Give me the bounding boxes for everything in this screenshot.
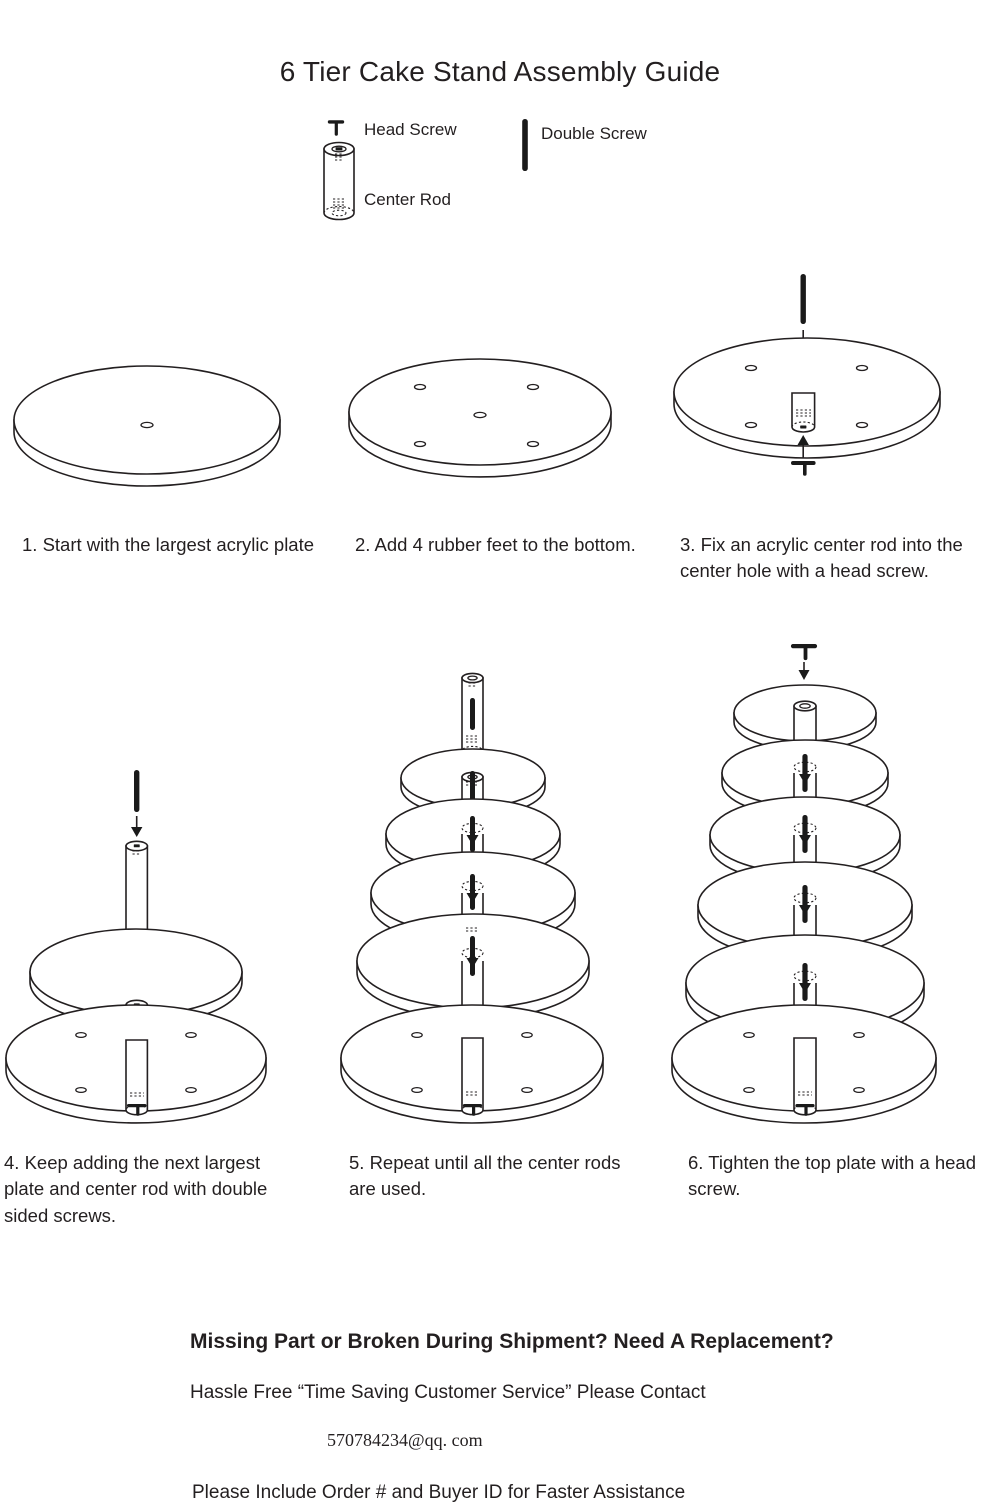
head-screw-below bbox=[791, 461, 816, 476]
legend: Head Screw Center Rod Double Screw bbox=[0, 112, 1000, 232]
center-rod-base bbox=[793, 1037, 817, 1116]
step-2-figure bbox=[333, 262, 666, 522]
center-rod-loose-top bbox=[461, 672, 484, 757]
center-rod-icon bbox=[316, 137, 362, 225]
rubber-feet-holes bbox=[411, 1031, 533, 1094]
steps-row-bottom: 4. Keep adding the next largest plate an… bbox=[0, 630, 1000, 1226]
legend-label-double-screw: Double Screw bbox=[541, 124, 647, 143]
head-screw-top bbox=[790, 644, 818, 661]
step-5-figure bbox=[333, 630, 666, 1140]
step-4-figure bbox=[0, 630, 333, 1140]
footer-contact-line: Hassle Free “Time Saving Customer Servic… bbox=[190, 1382, 706, 1403]
step-1: 1. Start with the largest acrylic plate bbox=[0, 262, 333, 555]
footer-email-address[interactable]: 570784234@qq. com bbox=[327, 1430, 483, 1450]
insert-arrow-down-top bbox=[131, 816, 143, 837]
step-6-figure bbox=[666, 630, 999, 1140]
rubber-feet-holes bbox=[743, 1031, 865, 1094]
legend-label-head-screw: Head Screw bbox=[364, 120, 457, 139]
tighten-arrow-down bbox=[798, 662, 810, 680]
center-rod-base bbox=[461, 1037, 484, 1116]
footer-heading: Missing Part or Broken During Shipment? … bbox=[190, 1330, 834, 1353]
legend-label-center-rod: Center Rod bbox=[364, 190, 451, 209]
double-screw-above bbox=[800, 274, 806, 324]
step-5: 5. Repeat until all the center rods are … bbox=[333, 630, 666, 1199]
step-2: 2. Add 4 rubber feet to the bottom. bbox=[333, 262, 666, 555]
step-2-caption: 2. Add 4 rubber feet to the bottom. bbox=[355, 534, 636, 555]
rubber-feet-holes bbox=[75, 1031, 197, 1094]
acrylic-plate bbox=[13, 365, 281, 487]
step-1-caption: 1. Start with the largest acrylic plate bbox=[22, 534, 315, 555]
step-6-caption: 6. Tighten the top plate with a head scr… bbox=[688, 1152, 976, 1200]
step-3: 3. Fix an acrylic center rod into the ce… bbox=[666, 262, 999, 581]
insert-arrow-up bbox=[797, 435, 809, 458]
page-title: 6 Tier Cake Stand Assembly Guide bbox=[279, 56, 721, 87]
step-3-caption: 3. Fix an acrylic center rod into the ce… bbox=[680, 534, 963, 582]
step-3-figure bbox=[666, 262, 999, 522]
step-4: 4. Keep adding the next largest plate an… bbox=[0, 630, 333, 1226]
footer-order-line: Please Include Order # and Buyer ID for … bbox=[192, 1482, 686, 1503]
head-screw-icon bbox=[326, 118, 346, 138]
step-1-figure bbox=[0, 262, 333, 522]
double-screw-above bbox=[134, 770, 140, 812]
rubber-feet-holes bbox=[413, 383, 540, 448]
acrylic-plate-tier-6 bbox=[733, 684, 877, 751]
steps-row-top: 1. Start with the largest acrylic plate bbox=[0, 262, 1000, 622]
step-5-caption: 5. Repeat until all the center rods are … bbox=[349, 1152, 621, 1200]
acrylic-plate-with-feet bbox=[348, 358, 612, 478]
center-rod-base bbox=[125, 1039, 149, 1116]
double-screw-icon bbox=[518, 118, 532, 172]
center-rod-lower-overlay bbox=[791, 392, 816, 433]
step-4-caption: 4. Keep adding the next largest plate an… bbox=[4, 1152, 268, 1226]
step-6: 6. Tighten the top plate with a head scr… bbox=[666, 630, 999, 1199]
rubber-feet-holes bbox=[744, 364, 869, 429]
